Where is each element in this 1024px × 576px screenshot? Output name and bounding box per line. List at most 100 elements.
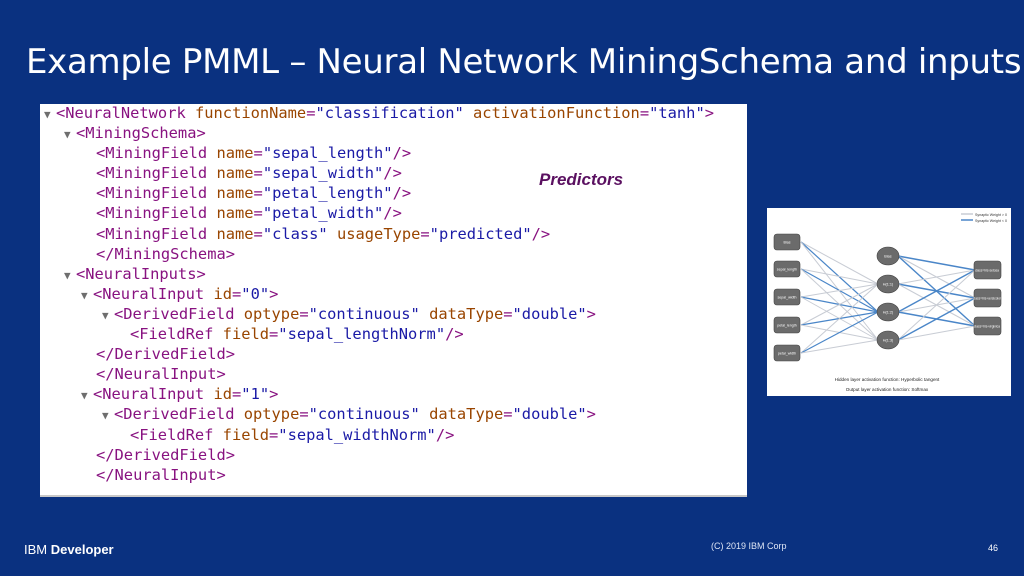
code-line: ▼<DerivedField optype="continuous" dataT… — [40, 304, 747, 324]
xml-tag-token: </NeuralInput> — [96, 465, 226, 484]
xml-attribute-token: activationFunction — [473, 104, 640, 122]
legend-entry: Synaptic Weight < 0 — [975, 219, 1007, 223]
expand-toggle-icon[interactable]: ▼ — [64, 128, 71, 142]
synapse-hidden-output — [897, 269, 976, 341]
xml-tag-token: = — [639, 104, 650, 122]
xml-tag-token: /> — [383, 164, 402, 183]
xml-tag-token: <MiningField — [96, 164, 217, 183]
code-line: ▼<NeuralInputs> — [40, 264, 747, 284]
input-node — [773, 260, 801, 278]
xml-attribute-token: name — [216, 224, 254, 243]
code-line: ▼<NeuralInput id="0"> — [40, 284, 747, 304]
xml-value-token: "sepal_widthNorm" — [278, 425, 436, 444]
hidden-node-label: Bias — [884, 255, 891, 259]
xml-tag-token — [328, 225, 337, 243]
xml-attribute-token: name — [216, 144, 254, 163]
xml-code-lines: ▼<NeuralNetwork functionName="classifica… — [40, 104, 747, 485]
expand-toggle-icon[interactable]: ▼ — [81, 288, 88, 302]
synapse-hidden-output — [897, 325, 976, 341]
xml-tag-token: = — [306, 104, 316, 122]
xml-tag-token: = — [232, 284, 242, 303]
hidden-activation-caption: Hidden layer activation function: Hyperb… — [835, 377, 940, 382]
synapse-hidden-output — [897, 255, 976, 271]
xml-tag-token: <NeuralInput — [93, 284, 214, 303]
xml-attribute-token: functionName — [195, 104, 307, 122]
xml-attribute-token: field — [222, 425, 270, 444]
xml-tag-token: /> — [383, 204, 402, 223]
code-line: ▼<DerivedField optype="continuous" dataT… — [40, 404, 747, 424]
code-line: <MiningField name="sepal_length"/> — [40, 143, 747, 163]
xml-tag-token: = — [503, 304, 513, 323]
legend-entry: Synaptic Weight > 0 — [975, 213, 1007, 217]
xml-tag-token: <DerivedField — [114, 304, 244, 323]
footer-brand-bold: Developer — [50, 542, 114, 557]
code-line: </DerivedField> — [40, 445, 747, 465]
input-node — [773, 344, 801, 362]
xml-tag-token: = — [269, 325, 279, 344]
xml-value-token: "sepal_width" — [262, 164, 384, 183]
xml-tag-token: > — [269, 385, 279, 404]
xml-attribute-token: name — [216, 164, 254, 183]
output-node-label: class=Iris-virginica — [974, 325, 1000, 329]
expand-toggle-icon[interactable]: ▼ — [44, 108, 51, 121]
xml-value-token: "tanh" — [649, 104, 705, 122]
xml-value-token: "continuous" — [308, 304, 420, 323]
xml-tag-token: </NeuralInput> — [96, 365, 226, 384]
xml-tag-token: <MiningField — [96, 184, 217, 203]
xml-attribute-token: id — [213, 385, 233, 404]
xml-value-token: "double" — [512, 304, 587, 323]
copyright-text: (C) 2019 IBM Corp — [711, 541, 787, 551]
xml-attribute-token: optype — [243, 405, 300, 424]
xml-attribute-token: name — [216, 204, 254, 223]
input-node-label: Bias — [784, 241, 791, 245]
xml-value-token: "double" — [512, 405, 587, 424]
hidden-node — [876, 302, 900, 322]
xml-tag-token — [420, 305, 429, 323]
output-node — [973, 288, 1002, 308]
input-node-label: petal_length — [777, 324, 797, 328]
expand-toggle-icon[interactable]: ▼ — [102, 409, 109, 423]
xml-tag-token: = — [253, 164, 263, 183]
xml-tag-token: <NeuralInput — [93, 385, 214, 404]
hidden-node — [876, 246, 900, 266]
hidden-node-label: H(1:1) — [883, 283, 894, 287]
xml-tag-token: </DerivedField> — [96, 345, 235, 364]
xml-tag-token: <MiningField — [96, 144, 217, 163]
xml-attribute-token: name — [216, 184, 254, 203]
xml-tag-token: /> — [392, 144, 412, 163]
xml-value-token: "class" — [262, 224, 328, 243]
code-line: <MiningField name="class" usageType="pre… — [40, 224, 747, 244]
expand-toggle-icon[interactable]: ▼ — [81, 389, 88, 403]
expand-toggle-icon[interactable]: ▼ — [102, 308, 109, 322]
input-node-label: sepal_length — [777, 268, 797, 272]
xml-value-token: "predicted" — [429, 224, 532, 243]
xml-tag-token: = — [299, 304, 309, 323]
xml-tag-token: = — [503, 405, 513, 424]
xml-value-token: "1" — [241, 385, 270, 404]
neural-network-diagram: Synaptic Weight > 0 Synaptic Weight < 0 Bi… — [767, 208, 1011, 396]
footer-brand: IBM Developer — [24, 542, 114, 557]
expand-toggle-icon[interactable]: ▼ — [64, 268, 71, 282]
xml-attribute-token: optype — [243, 304, 300, 323]
output-node — [973, 260, 1002, 280]
input-node — [773, 288, 801, 306]
xml-value-token: "0" — [241, 284, 270, 303]
synapse-hidden-output — [897, 269, 976, 313]
xml-value-token: "continuous" — [308, 405, 420, 424]
code-line: <MiningField name="sepal_width"/> — [40, 163, 747, 183]
synapse-input-hidden — [800, 283, 879, 354]
xml-tag-token: /> — [445, 325, 464, 344]
xml-tag-token: = — [232, 385, 242, 404]
predictors-annotation: Predictors — [539, 170, 624, 189]
code-line: <MiningField name="petal_length"/> — [40, 183, 747, 203]
xml-tag-token: = — [253, 144, 263, 163]
synapse-input-hidden — [800, 339, 879, 354]
code-line: ▼<NeuralNetwork functionName="classifica… — [40, 104, 747, 123]
xml-tag-token: <DerivedField — [114, 405, 244, 424]
code-line: <FieldRef field="sepal_widthNorm"/> — [40, 425, 747, 445]
code-line: ▼ <NeuralInput id="1"> — [40, 384, 747, 404]
xml-tag-token: <MiningField — [96, 224, 217, 243]
xml-tag-token: <MiningField — [96, 204, 217, 223]
xml-tag-token: <FieldRef — [130, 425, 223, 444]
output-activation-caption: Output layer activation function: Softma… — [846, 387, 929, 392]
